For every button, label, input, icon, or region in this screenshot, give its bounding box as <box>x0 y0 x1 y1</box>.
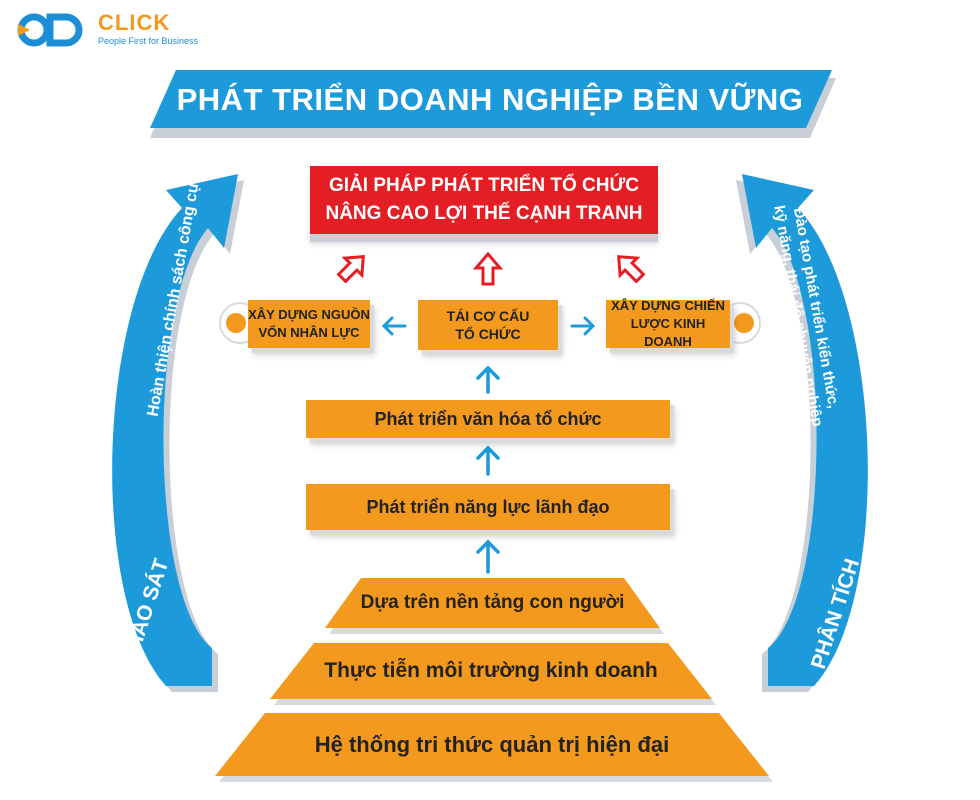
red-arrow-left-icon <box>336 255 365 284</box>
hr-capital-line-2: VỐN NHÂN LỰC <box>258 325 360 340</box>
step-culture-box: Phát triển văn hóa tổ chức <box>306 400 670 438</box>
logo-brand: CLICK <box>98 10 171 35</box>
odclick-logo: CLICK People First for Business <box>14 8 198 48</box>
step-leadership-label: Phát triển năng lực lãnh đạo <box>366 496 610 517</box>
business-strategy-line-1: XÂY DỰNG CHIẾN <box>611 298 725 313</box>
left-curved-arrow <box>112 174 244 692</box>
pyramid-level-2: Thực tiễn môi trường kinh doanh <box>324 659 658 682</box>
blue-arrow-up-icon <box>476 539 500 574</box>
title-banner <box>150 70 836 138</box>
hr-capital-line-1: XÂY DỰNG NGUỒN <box>248 307 370 322</box>
red-arrow-center-icon <box>472 251 504 286</box>
hr-capital-box: XÂY DỰNG NGUỒN VỐN NHÂN LỰC <box>248 300 370 348</box>
blue-arrow-right-icon <box>570 316 596 336</box>
blue-arrow-up-icon <box>476 365 500 394</box>
blue-arrow-up-icon <box>476 445 500 476</box>
red-arrow-right-icon <box>617 255 646 284</box>
logo-mark-icon <box>17 13 83 47</box>
right-cap-icon <box>719 302 761 344</box>
logo-tagline: People First for Business <box>98 36 199 46</box>
page-title: PHÁT TRIỂN DOANH NGHIỆP BỀN VỮNG <box>176 82 804 117</box>
goal-line-2: NÂNG CAO LỢI THẾ CẠNH TRANH <box>325 203 643 224</box>
blue-arrow-left-icon <box>381 316 407 336</box>
pyramid-shapes <box>215 578 773 782</box>
business-strategy-line-2: LƯỢC KINH DOANH <box>630 316 706 349</box>
pyramid-level-3: Hệ thống tri thức quản trị hiện đại <box>314 731 670 757</box>
right-curved-arrow <box>736 174 868 692</box>
step-leadership-box: Phát triển năng lực lãnh đạo <box>306 484 670 530</box>
step-culture-label: Phát triển văn hóa tổ chức <box>374 408 602 429</box>
goal-line-1: GIẢI PHÁP PHÁT TRIỂN TỔ CHỨC <box>329 175 639 196</box>
restructure-box: TÁI CƠ CẤU TỔ CHỨC <box>418 300 558 350</box>
pyramid-level-1: Dựa trên nền tảng con người <box>360 592 625 613</box>
goal-box: GIẢI PHÁP PHÁT TRIỂN TỔ CHỨC NÂNG CAO LỢ… <box>310 166 658 234</box>
restructure-line-1: TÁI CƠ CẤU <box>446 308 530 324</box>
business-strategy-box: XÂY DỰNG CHIẾN LƯỢC KINH DOANH <box>606 298 730 349</box>
restructure-line-2: TỔ CHỨC <box>455 326 521 342</box>
